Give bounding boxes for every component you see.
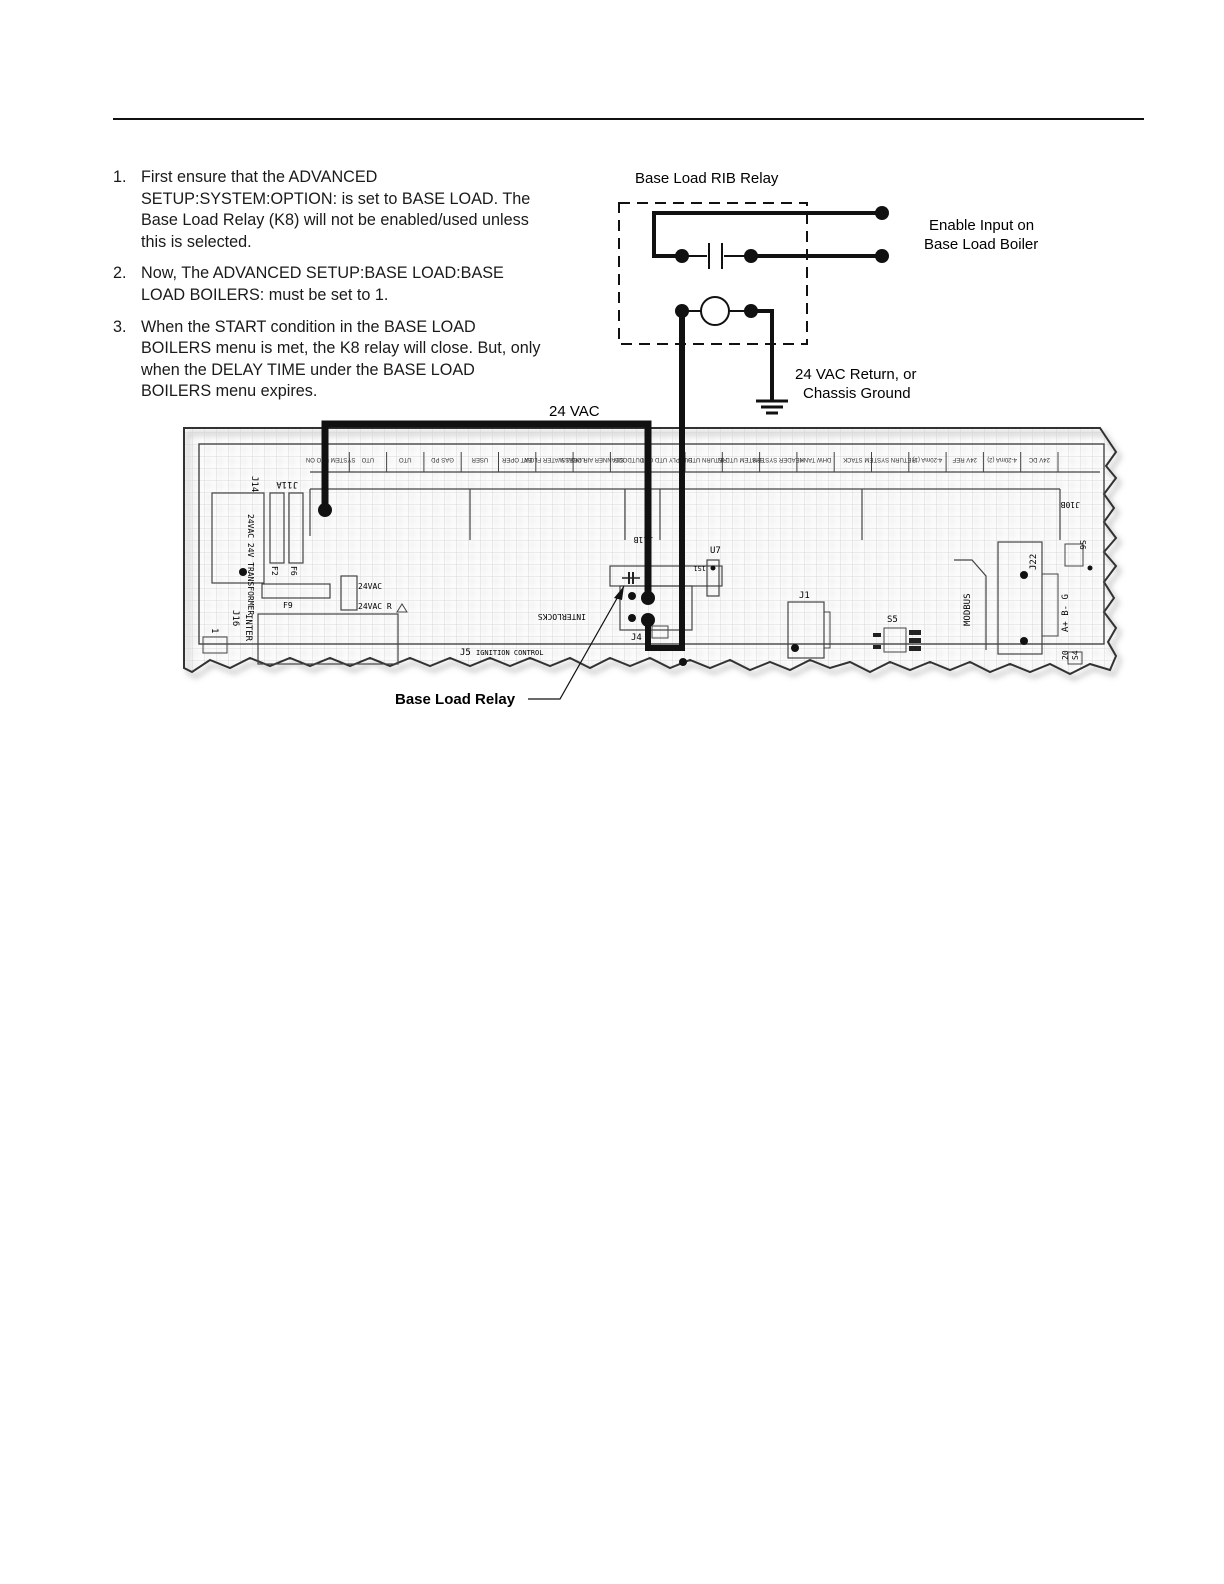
return-label-1: 24 VAC Return, or [795,366,916,383]
vac-supply-wire [321,420,652,598]
board-label: MODBUS [963,593,973,626]
terminal-label: SCANNER AIR PRESS. [559,456,624,462]
enable-input-label-2: Base Load Boiler [924,236,1038,253]
board-label: 1S1 [693,564,706,572]
board-label: 20 [1061,650,1070,660]
contact-node-left [675,249,689,263]
terminal-label: STACK [843,456,863,462]
step-text: When the START condition in the BASE LOA… [141,317,541,401]
chassis-ground-icon [756,399,788,415]
terminal-label: LOCAL WATER FLOW [524,456,585,462]
step-number: 1. [113,168,127,186]
terminal-label: 24V REF [952,456,977,462]
board-label: F6 [289,566,298,576]
board-label: J11A [276,479,298,489]
callout-leader-line [528,585,625,700]
board-label: 24VAC [358,582,382,591]
relay-terminal-top [641,591,655,605]
relay-terminal-bottom [641,613,655,627]
vac-source-terminal [318,503,332,517]
board-label: J11B [634,535,653,544]
terminal-label: UTO [361,456,374,462]
callout-arrow-icon [614,586,624,600]
instruction-step-2: 2. Now, The ADVANCED SETUP:BASE LOAD:BASE… [113,263,543,306]
terminal-label: SYSTEM UTO ON [306,456,356,462]
rib-relay-enclosure [618,202,808,345]
board-label: S6 [1078,540,1087,550]
board-label: S4 [1071,650,1080,660]
board-label: F2 [270,566,279,576]
enable-input-label-1: Enable Input on [929,217,1034,234]
board-label: A+ B- G [1061,594,1071,632]
board-label: F9 [283,601,293,610]
step-text: First ensure that the ADVANCED SETUP:SYS… [141,168,531,251]
board-label: INTER [243,614,253,642]
ground-wire [751,309,774,400]
step-number: 3. [113,317,127,336]
board-label: J14 [249,476,259,492]
board-label: J5 [460,648,471,658]
board-label: J16 [230,610,240,626]
terminal-label: SUPPLY UTD OUT [640,456,692,462]
board-label: 1 [209,628,219,633]
board-label: J1 [799,591,810,601]
step-number: 2. [113,264,127,283]
relay-coil-icon [700,296,730,326]
terminal-label: RETURN UTD IN [680,456,727,462]
enable-terminal-bottom [875,249,889,263]
board-label: INTERLOCKS [538,612,586,621]
board-label: 24VAC R [358,602,392,611]
rib-relay-label: Base Load RIB Relay [635,170,779,187]
step-text: Now, The ADVANCED SETUP:BASE LOAD:BASE L… [141,264,504,304]
terminal-label: 4-20mA (1) [913,456,943,462]
header-rule [113,118,1144,120]
board-label: U7 [710,546,721,556]
coil-return-wire [645,311,685,651]
terminal-label: SYSTEM UTD IN [718,456,764,462]
terminal-label: EXT OPER [501,456,532,462]
contact-node-right [744,249,758,263]
terminal-label: 24V DC [1028,456,1050,462]
vac-label: 24 VAC [549,403,600,420]
terminal-label: UTO [399,456,412,462]
contact-wire-top [652,211,882,258]
base-load-relay-label: Base Load Relay [395,691,516,708]
enable-terminal-top [875,206,889,220]
terminal-label: OUTDOOR [613,456,644,462]
board-label: J10B [1061,500,1080,509]
instruction-list: 1. First ensure that the ADVANCED SETUP:S… [113,167,543,413]
board-label: 24VAC 24V TRANSFORMER [246,514,255,615]
board-label: J4 [631,633,642,643]
instruction-step-3: 3. When the START condition in the BASE L… [113,317,543,403]
board-label: J22 [1029,554,1039,570]
terminal-label: USER [471,456,488,462]
return-label-2: Chassis Ground [803,385,911,402]
board-label: S5 [887,615,898,625]
board-label: IGNITION CONTROL [476,649,543,657]
terminal-label: RETURN SYSTEM [864,456,915,462]
terminal-label: 4-20mA (2) [987,456,1017,462]
instruction-step-1: 1. First ensure that the ADVANCED SETUP:S… [113,167,543,253]
terminal-label: GAS PD [431,456,454,462]
terminal-label: DHW TANK [800,456,831,462]
wiring-diagram: Base Load RIB Relay Enable Input on Base… [183,170,1118,708]
terminal-label: HEADER SYSTEM [753,456,804,462]
